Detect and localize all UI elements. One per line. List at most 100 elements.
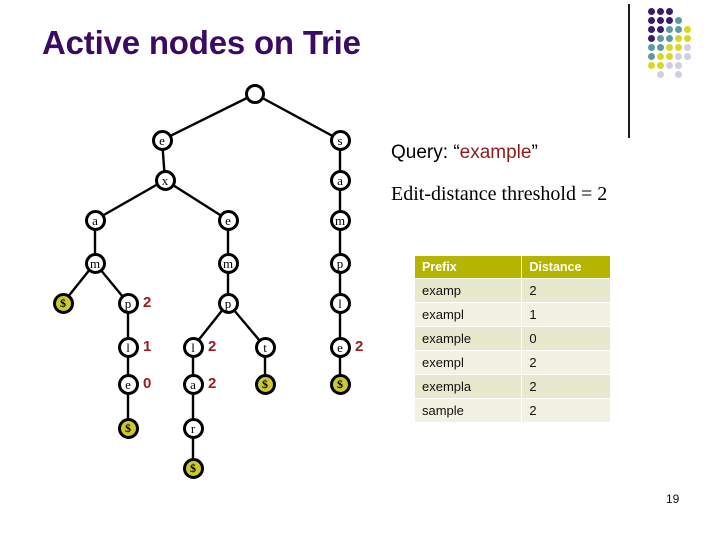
trie-terminal-node[interactable]: $ — [182, 457, 204, 479]
logo-divider-rule — [628, 4, 630, 138]
cell-distance: 2 — [521, 278, 611, 303]
logo-dot — [657, 62, 664, 69]
logo-dot — [675, 17, 682, 24]
logo-dot — [648, 35, 655, 42]
trie-edge — [94, 178, 166, 222]
trie-root-node[interactable] — [244, 83, 265, 104]
trie-node[interactable]: l — [117, 336, 139, 358]
logo-dot — [666, 53, 673, 60]
trie-terminal-node[interactable]: $ — [329, 373, 351, 395]
page-number: 19 — [666, 492, 680, 506]
logo-dot — [675, 26, 682, 33]
trie-node[interactable]: x — [154, 169, 176, 191]
logo-dot — [657, 53, 664, 60]
column-header-prefix: Prefix — [413, 255, 523, 279]
trie-node-distance-label: 2 — [143, 294, 152, 311]
trie-node[interactable]: e — [151, 129, 173, 151]
trie-terminal-node[interactable]: $ — [117, 417, 139, 439]
column-header-distance: Distance — [521, 255, 611, 279]
query-value: example — [459, 142, 532, 163]
query-open-quote: “ — [453, 142, 460, 163]
logo-dot — [684, 26, 691, 33]
logo-dot — [666, 44, 673, 51]
logo-dot — [648, 8, 655, 15]
cell-distance: 0 — [521, 326, 611, 351]
trie-edge — [161, 92, 256, 142]
edit-distance-threshold: Edit-distance threshold = 2 — [391, 183, 608, 205]
trie-terminal-node[interactable]: $ — [254, 373, 276, 395]
logo-dot — [666, 8, 673, 15]
logo-dot — [657, 26, 664, 33]
trie-node[interactable]: e — [117, 373, 139, 395]
query-label: Query: — [391, 142, 454, 163]
logo-dot — [666, 62, 673, 69]
logo-dot — [648, 44, 655, 51]
trie-node[interactable]: l — [182, 336, 204, 358]
logo-dot — [657, 17, 664, 24]
cell-distance: 2 — [521, 398, 611, 423]
trie-node-distance-label: 2 — [208, 338, 217, 355]
logo-dot — [675, 53, 682, 60]
logo-dot — [675, 62, 682, 69]
trie-node-distance-label: 0 — [143, 375, 152, 392]
cell-prefix: sample — [413, 398, 523, 423]
logo-dot — [657, 8, 664, 15]
logo-dot — [648, 53, 655, 60]
logo-dot — [684, 35, 691, 42]
logo-dot — [684, 44, 691, 51]
logo-dot — [657, 71, 664, 78]
trie-node[interactable]: m — [329, 209, 351, 231]
logo-dot — [648, 62, 655, 69]
cell-prefix: exempla — [413, 374, 523, 399]
logo-dot — [657, 35, 664, 42]
page-title: Active nodes on Trie — [42, 24, 361, 61]
trie-node[interactable]: t — [254, 336, 276, 358]
trie-edge — [254, 92, 341, 142]
trie-node[interactable]: e — [329, 336, 351, 358]
cell-prefix: example — [413, 326, 523, 351]
logo-dot — [648, 17, 655, 24]
cell-distance: 2 — [521, 374, 611, 399]
trie-edges — [62, 92, 342, 468]
logo-dot — [648, 26, 655, 33]
cell-prefix: exampl — [413, 302, 523, 327]
trie-node[interactable]: a — [84, 209, 106, 231]
trie-node[interactable]: a — [329, 169, 351, 191]
logo-dot — [675, 71, 682, 78]
trie-terminal-node[interactable]: $ — [52, 292, 74, 314]
query-line: Query: “example” — [391, 142, 538, 164]
trie-edge — [164, 178, 229, 222]
trie-node-distance-label: 2 — [208, 375, 217, 392]
dot-matrix-logo — [648, 8, 700, 84]
trie-node[interactable]: l — [329, 292, 351, 314]
logo-dot — [675, 44, 682, 51]
trie-node[interactable]: a — [182, 373, 204, 395]
trie-node[interactable]: p — [117, 292, 139, 314]
trie-node[interactable]: s — [329, 129, 351, 151]
trie-node-distance-label: 2 — [355, 338, 364, 355]
trie-node[interactable]: m — [84, 252, 106, 274]
cell-distance: 1 — [521, 302, 611, 327]
trie-node[interactable]: p — [217, 292, 239, 314]
table-header-row: Prefix Distance — [413, 255, 611, 279]
cell-prefix: examp — [413, 278, 523, 303]
logo-dot — [666, 26, 673, 33]
trie-node[interactable]: e — [217, 209, 239, 231]
cell-distance: 2 — [521, 350, 611, 375]
logo-dot — [666, 35, 673, 42]
trie-node[interactable]: p — [329, 252, 351, 274]
cell-prefix: exempl — [413, 350, 523, 375]
logo-dot — [666, 17, 673, 24]
trie-node[interactable]: r — [182, 417, 204, 439]
query-close-quote: ” — [531, 142, 538, 163]
trie-node[interactable]: m — [217, 252, 239, 274]
